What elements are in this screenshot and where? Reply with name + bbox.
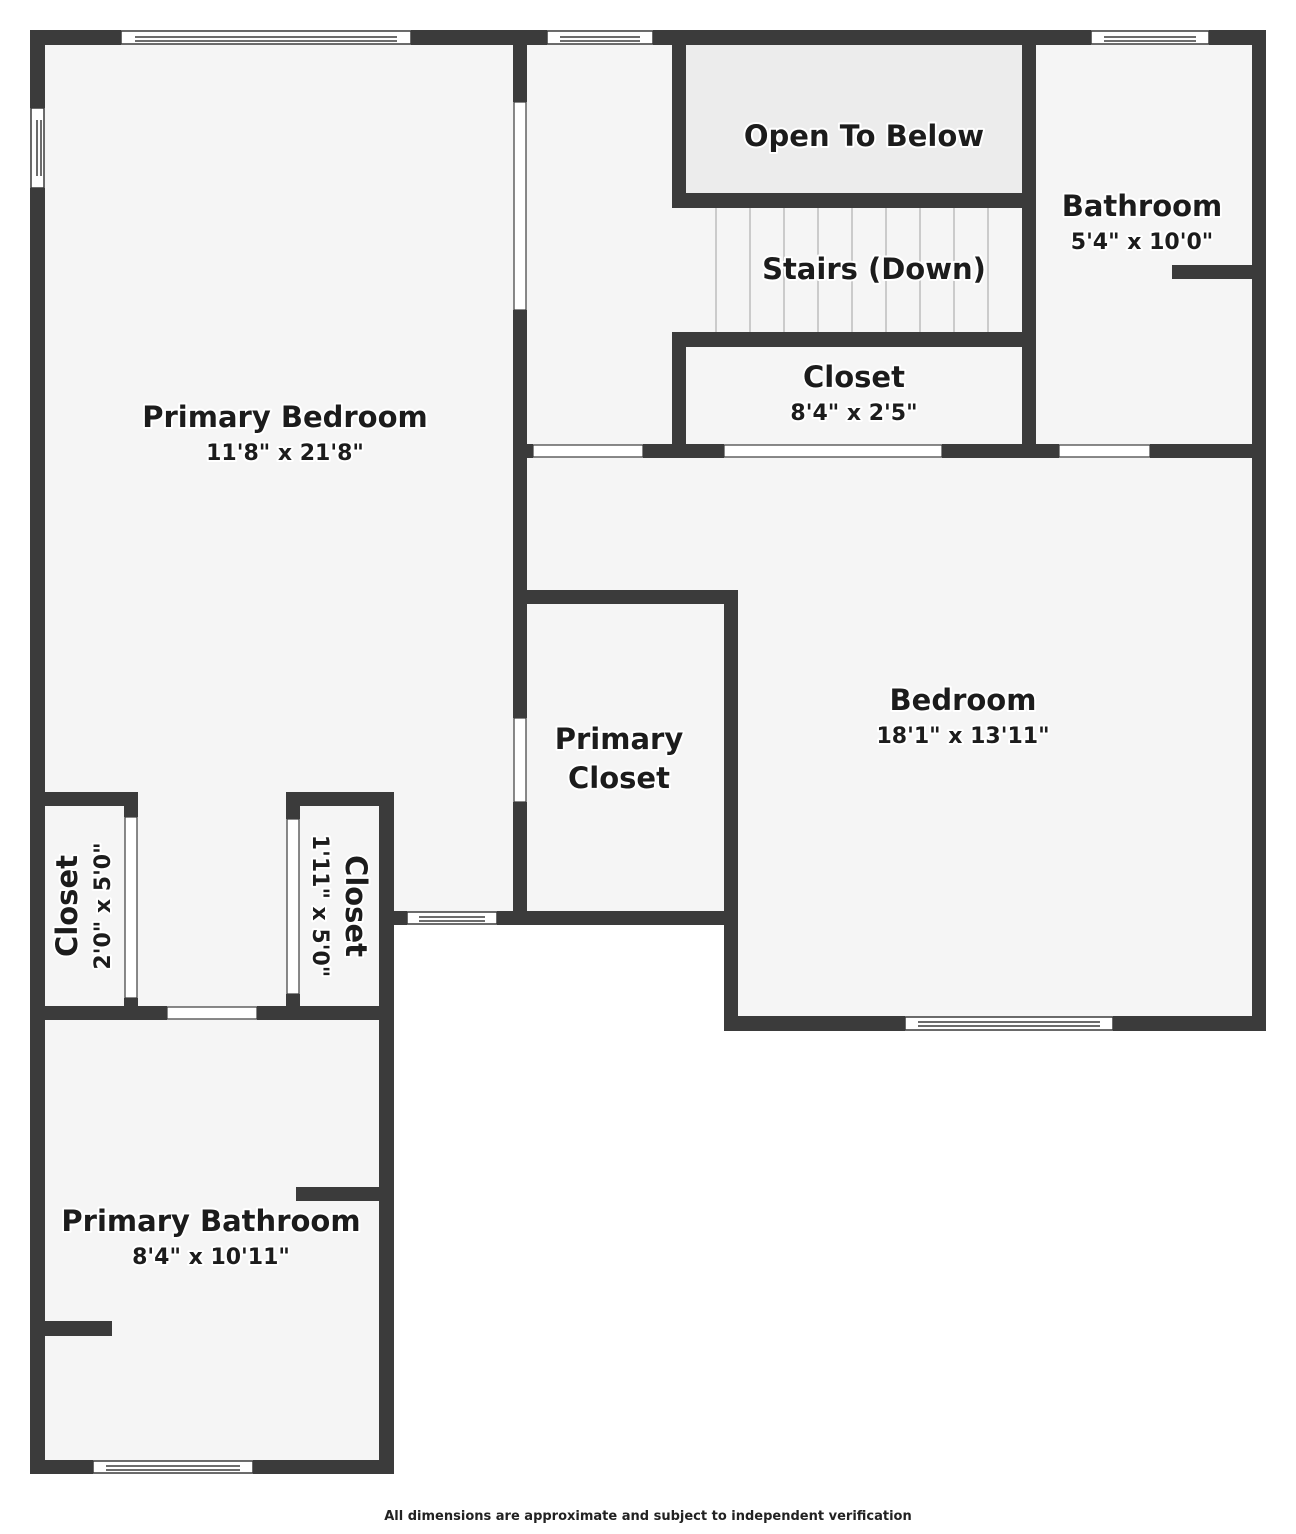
door-closet-right <box>286 818 300 995</box>
window-top-bathroom <box>1090 30 1210 45</box>
door-primary-bedroom-hall <box>513 101 527 311</box>
window-left-primary-bedroom <box>30 107 45 189</box>
closet-right-name: Closet <box>339 855 373 957</box>
primary-bathroom-dims: 8'4" x 10'11" <box>132 1245 290 1270</box>
primary-closet-name-line2: Closet <box>568 761 670 795</box>
door-openings <box>124 101 1151 1020</box>
bathroom-name: Bathroom <box>1062 189 1223 223</box>
walls <box>30 30 1266 1474</box>
primary-bathroom-name: Primary Bathroom <box>61 1204 360 1238</box>
disclaimer: All dimensions are approximate and subje… <box>384 1509 912 1524</box>
door-primary-closet <box>513 717 527 803</box>
window-bottom-primary-bathroom <box>92 1460 254 1474</box>
bedroom-name: Bedroom <box>890 683 1037 717</box>
door-primary-bathroom <box>166 1006 258 1020</box>
door-hall-a <box>532 444 644 458</box>
bedroom-dims: 18'1" x 13'11" <box>876 724 1049 749</box>
primary-closet-name-line1: Primary <box>555 722 684 756</box>
open-to-below-label: Open To Below <box>744 119 984 153</box>
door-closet-left <box>124 816 138 999</box>
stairs-label: Stairs (Down) <box>762 252 986 286</box>
window-top-hall <box>546 30 654 45</box>
window-wing-wall <box>406 911 498 925</box>
closet-right-dims: 1'11" x 5'0" <box>307 835 332 977</box>
stair-treads <box>715 208 989 332</box>
labels: Primary Bedroom 11'8" x 21'8" Open To Be… <box>48 117 1224 1272</box>
hall-closet-dims: 8'4" x 2'5" <box>790 401 917 426</box>
primary-bedroom-dims: 11'8" x 21'8" <box>206 441 364 466</box>
window-bottom-bedroom <box>904 1016 1114 1031</box>
primary-bedroom-name: Primary Bedroom <box>142 400 427 434</box>
window-top-primary-bedroom <box>120 30 412 45</box>
door-hall-closet <box>723 444 943 458</box>
hall-closet-name: Closet <box>803 360 905 394</box>
closet-left-name: Closet <box>50 855 84 957</box>
bathroom-dims: 5'4" x 10'0" <box>1071 230 1213 255</box>
floor-bedroom-lower <box>724 918 1266 1031</box>
door-bathroom <box>1058 444 1151 458</box>
open-to-below-area <box>686 45 1022 193</box>
floor-middle <box>30 458 1266 920</box>
floor-main <box>30 30 1266 458</box>
closet-left-dims: 2'0" x 5'0" <box>91 842 116 969</box>
windows <box>30 30 1210 1474</box>
